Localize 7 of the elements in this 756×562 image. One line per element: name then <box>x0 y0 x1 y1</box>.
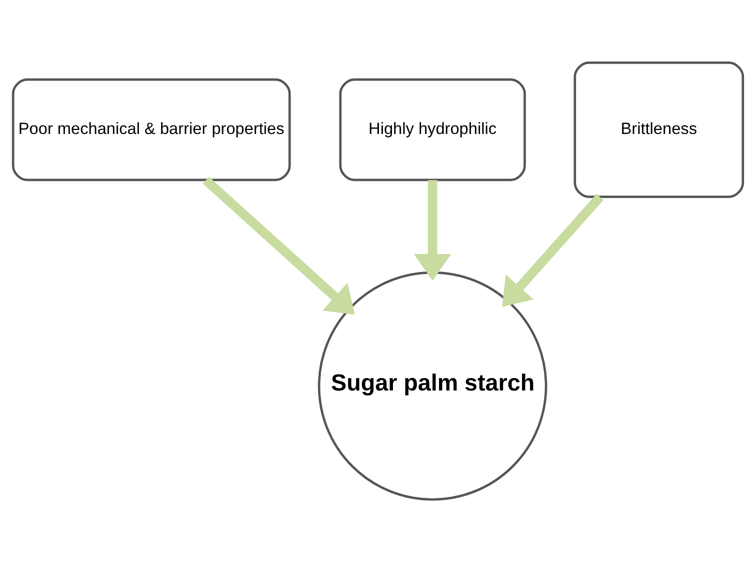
node-box: Poor mechanical & barrier properties <box>12 78 291 182</box>
arrow <box>202 176 355 315</box>
arrow <box>502 194 604 307</box>
node-circle: Sugar palm starch <box>318 271 548 501</box>
node-box: Highly hydrophilic <box>339 78 526 182</box>
arrow <box>414 180 452 281</box>
node-box: Brittleness <box>574 62 744 198</box>
